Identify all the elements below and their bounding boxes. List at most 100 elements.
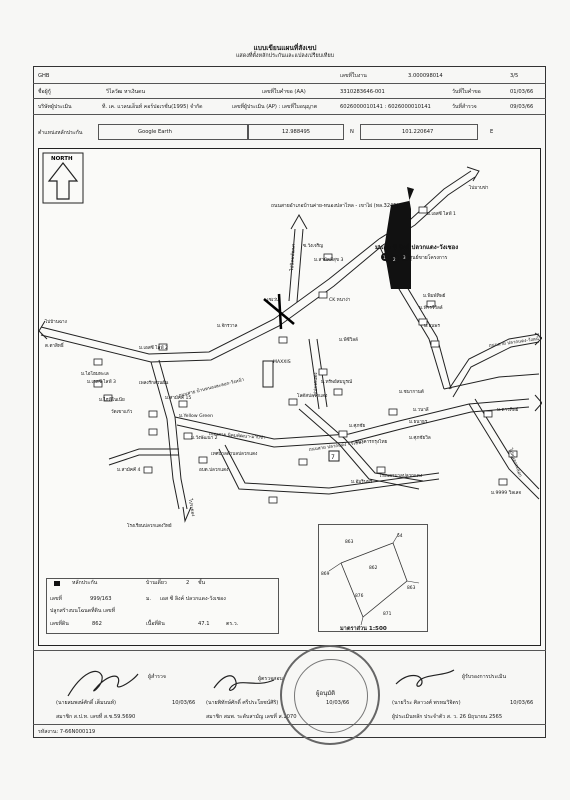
svg-text:ม.อัมรินทร์: ม.อัมรินทร์ xyxy=(351,478,373,485)
app-value: 3310283646-001 xyxy=(340,89,385,95)
svg-text:ต.ตาสิทธิ์: ต.ตาสิทธิ์ xyxy=(45,341,65,349)
svg-text:ม.พิมพ์ทิพย์: ม.พิมพ์ทิพย์ xyxy=(423,292,446,299)
svg-text:ม.ไอโฮมทะเล: ม.ไอโฮมทะเล xyxy=(81,370,109,377)
svg-text:ม.ศุภชัย: ม.ศุภชัย xyxy=(349,422,366,429)
svg-text:ม.ธนพร: ม.ธนพร xyxy=(424,323,440,329)
ref-value: 3.000098014 xyxy=(408,73,443,79)
deed-value: 999/163 xyxy=(90,596,112,602)
project-label: ม. xyxy=(146,596,152,602)
svg-text:862: 862 xyxy=(369,565,378,571)
legend-type: บ้านเดี่ยว xyxy=(146,580,167,586)
svg-text:863: 863 xyxy=(345,539,354,545)
svg-text:ม.เอสซี ไลฟ์ 1: ม.เอสซี ไลฟ์ 1 xyxy=(427,210,456,217)
surveyor-name: (นายสมพงษ์ศักดิ์ เต็มนนท์) xyxy=(56,700,117,706)
surveyor-license: สมาชิก ส.ป.ท. เลขที่ ส.ช.59.5690 xyxy=(56,714,136,720)
parcel-value: 862 xyxy=(92,621,102,627)
svg-text:ถนนสาย บ้านหนองละลอก-วังหน้า: ถนนสาย บ้านหนองละลอก-วังหน้า xyxy=(178,376,245,399)
coord-source: Google Earth xyxy=(138,129,172,135)
svg-text:3: 3 xyxy=(403,255,406,260)
area-unit: ตร.ว. xyxy=(226,621,239,627)
doc-code: GHB xyxy=(38,73,50,79)
divider xyxy=(33,98,546,99)
svg-text:CK หนาง่า: CK หนาง่า xyxy=(329,297,351,303)
svg-text:ถนนสาย นิคมพัฒนา-มาบข่า: ถนนสาย นิคมพัฒนา-มาบข่า xyxy=(209,430,266,441)
svg-text:871: 871 xyxy=(383,611,392,617)
svg-text:ม.เอล ซี ลิงค์ ปลวกแดง-วังเชอง: ม.เอล ซี ลิงค์ ปลวกแดง-วังเชอง xyxy=(375,243,458,251)
svg-text:ม.ธนาธร: ม.ธนาธร xyxy=(409,419,428,425)
legend-floors-unit: ชั้น xyxy=(198,580,206,586)
coord-source-cell xyxy=(98,124,248,140)
svg-text:ไปปลวกแดง: ไปปลวกแดง xyxy=(312,372,319,398)
legend-floors: 2 xyxy=(186,580,190,586)
svg-text:ม.สามัคคีสุข 3: ม.สามัคคีสุข 3 xyxy=(314,256,343,263)
project-value: เอส ซี ลิงค์ ปลวกแดง-วังเชอง xyxy=(160,596,226,602)
legend-box xyxy=(46,578,279,634)
map-drawing: NORTH xyxy=(38,152,543,529)
svg-text:ม.สามัคคี 15: ม.สามัคคี 15 xyxy=(165,394,191,401)
name-value: วิไลวัฒ หาเงินดน xyxy=(106,89,146,95)
svg-text:ศูนย์ขายโครงการ: ศูนย์ขายโครงการ xyxy=(409,254,448,261)
checker-license: สมาชิก สมพ. ระดับสามัญ เลขที่ ส.1070 xyxy=(206,714,297,720)
svg-text:เพลงรักสวนฝัน: เพลงรักสวนฝัน xyxy=(139,379,169,386)
plot-scale: มาตราส่วน 1:500 xyxy=(340,626,387,632)
svg-text:ม.ทรัพย์สมบูรณ์: ม.ทรัพย์สมบูรณ์ xyxy=(321,378,353,385)
area-label: เนื้อที่ดิน xyxy=(146,621,165,627)
latitude: 12.988495 xyxy=(282,129,311,135)
svg-text:โรงเรียนปลวกแดงวิทย์: โรงเรียนปลวกแดงวิทย์ xyxy=(127,522,172,529)
signature-3 xyxy=(395,669,455,687)
land-label: ปลูกสร้างบนโฉนดที่ดิน เลขที่ xyxy=(50,608,115,614)
svg-text:2: 2 xyxy=(393,257,396,262)
divider xyxy=(33,83,546,84)
latitude-direction: N xyxy=(350,129,354,135)
svg-text:ม.เอสซี ไลฟ์ 2: ม.เอสซี ไลฟ์ 2 xyxy=(139,344,168,351)
signature-2 xyxy=(213,675,275,691)
document-subtitle: แสดงที่ตั้งหลักประกันและแปลงเปรียบเทียบ xyxy=(235,53,335,59)
survey-label: วันที่สำรวจ xyxy=(452,104,477,110)
document-title: แบบเขียนแผนที่สังเขป xyxy=(253,44,317,52)
longitude-direction: E xyxy=(490,129,494,135)
svg-text:ไปนิคมพัฒนา: ไปนิคมพัฒนา xyxy=(288,243,297,272)
project-area xyxy=(384,187,414,289)
lat-cell xyxy=(248,124,344,140)
svg-text:ม.ดาวทิพย์: ม.ดาวทิพย์ xyxy=(497,406,519,413)
svg-text:โลตัสปลวกแดง: โลตัสปลวกแดง xyxy=(297,392,327,399)
svg-text:869: 869 xyxy=(321,571,330,577)
plot-diagram: 863 54 862 869 863 876 871 xyxy=(318,524,428,632)
svg-text:876: 876 xyxy=(355,593,364,599)
svg-text:ม.วนาลี: ม.วนาลี xyxy=(413,406,429,413)
location-map: NORTH xyxy=(38,148,543,646)
date-label: วันที่ใบคำขอ xyxy=(452,89,481,95)
svg-text:ม.วังพัฒนา 2: ม.วังพัฒนา 2 xyxy=(191,434,218,441)
svg-text:ม.จักรวาล: ม.จักรวาล xyxy=(217,322,238,329)
svg-text:วัดเขาแก้ว: วัดเขาแก้ว xyxy=(111,408,133,415)
legend-item-label: หลักประกัน xyxy=(72,580,98,586)
ref-label: เลขที่ใบงาน xyxy=(340,73,367,79)
appraiser-label: เลขที่ผู้ประเมิน (AP) : เลขที่ใบอนุญาต xyxy=(232,104,318,110)
company-value: ที. เค. แวลนเอ็นท์ คอร์ปอเรชั่น(1995) จำ… xyxy=(102,104,203,110)
app-label: เลขที่ใบคำขอ (AA) xyxy=(262,89,306,95)
company-label: บริษัทผู้ประเมิน xyxy=(38,104,72,110)
svg-text:ม.ฟ้ารวีวิลล์: ม.ฟ้ารวีวิลล์ xyxy=(419,304,443,311)
surveyor-date: 10/03/66 xyxy=(172,700,196,706)
svg-text:ธนาคารกรุงไทย: ธนาคารกรุงไทย xyxy=(355,438,387,445)
svg-text:ม.พีซีวิลล์: ม.พีซีวิลล์ xyxy=(339,336,358,343)
divider xyxy=(33,114,546,115)
north-arrow-icon: NORTH xyxy=(42,152,84,204)
svg-text:7: 7 xyxy=(331,454,335,461)
checker-name: (นายพิทักษ์ศักดิ์ ศรีประโยชน์ศิริ) xyxy=(206,700,279,706)
divider xyxy=(33,650,546,651)
company-seal: ผู้อนุมัติ xyxy=(280,645,380,745)
approver-date: 10/03/66 xyxy=(510,700,534,706)
parcel-label: เลขที่ดิน xyxy=(50,621,69,627)
svg-text:ม.9999 วิลเลจ: ม.9999 วิลเลจ xyxy=(491,490,521,496)
name-label: ชื่อผู้กู้ xyxy=(38,89,51,95)
longitude: 101.220647 xyxy=(402,129,434,135)
surveyor-role: ผู้สำรวจ xyxy=(148,674,166,680)
svg-text:อบต.ปลวกแดง: อบต.ปลวกแดง xyxy=(199,467,228,473)
signature-1 xyxy=(67,670,139,697)
svg-text:เซเว่น: เซเว่น xyxy=(267,297,280,303)
checker-role: ผู้ตรวจสอบ xyxy=(258,676,283,682)
svg-text:ม.เอสซี ไลฟ์ 3: ม.เอสซี ไลฟ์ 3 xyxy=(87,378,116,385)
svg-text:ม.ชนากานต์: ม.ชนากานต์ xyxy=(399,388,424,395)
